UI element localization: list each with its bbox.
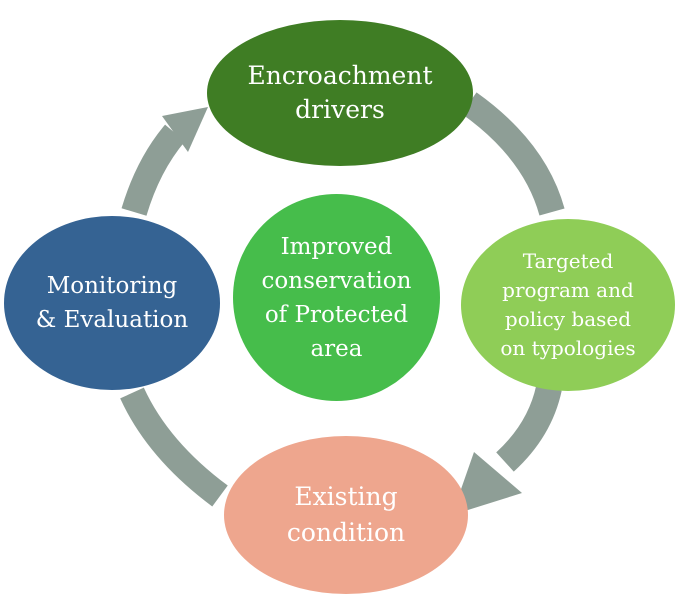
node-label: Targeted program and policy based on typ…: [500, 249, 636, 360]
node-existing-condition: Existing condition: [224, 436, 468, 594]
arrow-monitoring-to-encroachment: [121, 124, 186, 216]
node-label: Encroachment drivers: [247, 61, 433, 124]
arrow-targeted-to-existing: [496, 384, 562, 472]
node-label: Improved conservation of Protected area: [261, 233, 412, 362]
node-encroachment-drivers: Encroachment drivers: [207, 20, 473, 166]
arrow-existing-to-monitoring: [120, 387, 228, 507]
node-label: Existing condition: [286, 482, 406, 547]
arrowhead-existing: [452, 452, 522, 515]
node-monitoring-evaluation: Monitoring & Evaluation: [4, 216, 220, 390]
node-label: Monitoring & Evaluation: [35, 273, 189, 333]
node-targeted-program: Targeted program and policy based on typ…: [461, 219, 675, 391]
arrowhead-encroachment: [162, 107, 208, 152]
arrow-encroachment-to-targeted: [461, 92, 565, 216]
node-improved-conservation: Improved conservation of Protected area: [233, 194, 440, 401]
